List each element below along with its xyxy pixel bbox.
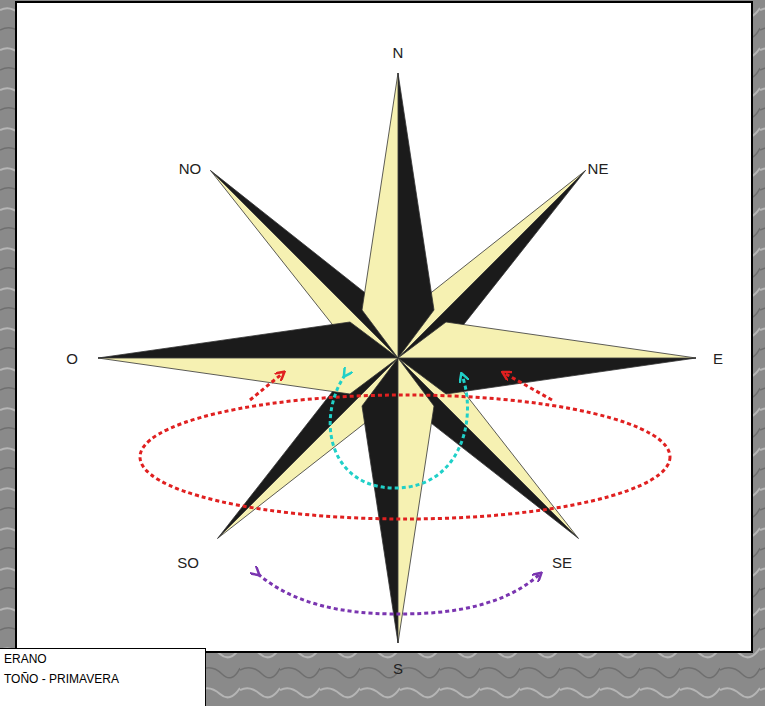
direction-label: NO bbox=[179, 160, 202, 177]
direction-label: N bbox=[393, 44, 404, 61]
direction-label: SE bbox=[552, 554, 572, 571]
direction-label: O bbox=[66, 350, 78, 367]
direction-label: NE bbox=[588, 160, 609, 177]
direction-label: E bbox=[713, 350, 723, 367]
legend-text: TOÑO - PRIMAVERA bbox=[4, 672, 119, 686]
compass-rose bbox=[98, 73, 696, 643]
direction-label: S bbox=[393, 660, 403, 677]
direction-label: SO bbox=[177, 554, 199, 571]
panel bbox=[16, 2, 752, 652]
season-arrows bbox=[140, 373, 670, 614]
legend-text: ERANO bbox=[4, 652, 47, 666]
